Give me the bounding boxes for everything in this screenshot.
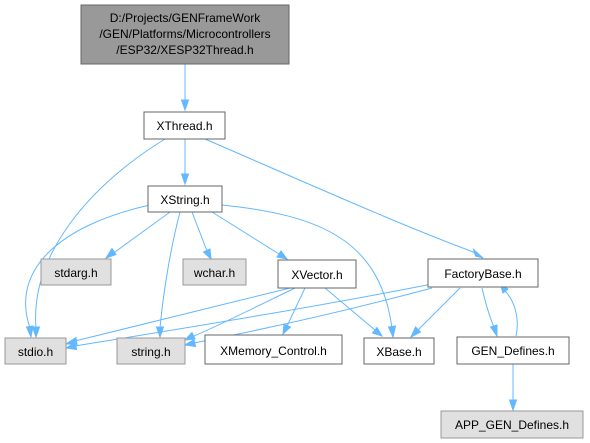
edge-xvector-to-xmemory bbox=[286, 287, 306, 327]
edge-factorybase-to-stdio-arrowhead bbox=[64, 341, 78, 351]
edge-root-to-xthread-arrowhead bbox=[180, 99, 190, 112]
node-root-file-line-3: /ESP32/XESP32Thread.h bbox=[116, 43, 253, 57]
edge-xstring-to-xvector-arrowhead bbox=[276, 250, 289, 260]
node-app-gen-defines-box bbox=[440, 410, 584, 439]
node-xmemory-control-box[interactable] bbox=[204, 334, 343, 365]
edge-xvector-to-string-arrowhead bbox=[183, 331, 196, 341]
edge-factorybase-to-xbase-arrowhead bbox=[409, 326, 422, 339]
node-wchar-label: wchar.h bbox=[193, 266, 235, 280]
edge-xstring-to-wchar-arrowhead bbox=[202, 248, 212, 261]
edge-factorybase-to-xbase bbox=[417, 287, 461, 331]
node-xmemory-control-label[interactable]: XMemory_Control.h bbox=[220, 344, 327, 358]
node-xvector[interactable]: XVector.h bbox=[277, 259, 357, 289]
edge-xstring-to-string bbox=[159, 211, 181, 329]
edge-xstring-to-stdarg-arrowhead bbox=[104, 247, 117, 259]
edge-xvector-to-string bbox=[193, 287, 296, 337]
node-gen-defines-box[interactable] bbox=[456, 336, 570, 365]
node-root-file: D:/Projects/GENFrameWork /GEN/Platforms/… bbox=[80, 4, 290, 65]
edge-gen-defines-to-factorybase bbox=[504, 290, 518, 337]
edge-xvector-to-stdio bbox=[74, 287, 291, 342]
node-stdio-box bbox=[4, 337, 67, 365]
graph-edges bbox=[25, 64, 518, 412]
edge-xstring-to-xbase-arrowhead bbox=[387, 325, 397, 339]
node-root-file-box bbox=[80, 4, 290, 65]
node-string: string.h bbox=[116, 337, 186, 365]
edge-factorybase-to-gen-defines bbox=[481, 287, 495, 328]
node-xstring-box[interactable] bbox=[147, 185, 223, 213]
node-xstring[interactable]: XString.h bbox=[147, 185, 223, 213]
node-stdarg-box bbox=[40, 258, 112, 286]
node-factorybase-box[interactable] bbox=[427, 258, 539, 288]
edge-xthread-to-stdio bbox=[35, 138, 166, 329]
edge-xthread-to-factorybase-arrowhead bbox=[472, 247, 484, 259]
edge-factorybase-to-gen-defines-arrowhead bbox=[489, 324, 498, 338]
node-xbase-box[interactable] bbox=[363, 337, 435, 365]
edge-factorybase-to-string-arrowhead bbox=[183, 338, 197, 348]
edge-xstring-to-stdio-arrowhead bbox=[25, 325, 34, 339]
edge-xvector-to-xmemory-arrowhead bbox=[282, 323, 292, 336]
node-root-file-line-1: D:/Projects/GENFrameWork bbox=[110, 11, 261, 25]
node-xthread-label[interactable]: XThread.h bbox=[156, 119, 212, 133]
node-xvector-box[interactable] bbox=[277, 259, 357, 289]
node-factorybase[interactable]: FactoryBase.h bbox=[427, 258, 539, 288]
node-gen-defines-label[interactable]: GEN_Defines.h bbox=[471, 344, 554, 358]
node-string-box bbox=[116, 337, 186, 365]
edge-gen-defines-to-app-gen-defines-arrowhead bbox=[508, 399, 518, 412]
node-xthread-box[interactable] bbox=[143, 111, 226, 140]
edge-xstring-to-xbase bbox=[221, 204, 393, 329]
node-xvector-label[interactable]: XVector.h bbox=[291, 268, 342, 282]
node-factorybase-label[interactable]: FactoryBase.h bbox=[444, 267, 521, 281]
edge-factorybase-to-stdio bbox=[74, 283, 433, 347]
edge-xstring-to-stdio bbox=[25, 204, 151, 329]
node-stdarg-label: stdarg.h bbox=[54, 266, 97, 280]
node-xstring-label[interactable]: XString.h bbox=[160, 193, 209, 207]
node-stdio: stdio.h bbox=[4, 337, 67, 365]
node-xmemory-control[interactable]: XMemory_Control.h bbox=[204, 334, 343, 365]
node-xbase-label[interactable]: XBase.h bbox=[376, 345, 421, 359]
node-stdio-label: stdio.h bbox=[18, 345, 53, 359]
node-wchar: wchar.h bbox=[182, 258, 247, 286]
graph-nodes: D:/Projects/GENFrameWork /GEN/Platforms/… bbox=[4, 4, 584, 439]
node-xbase[interactable]: XBase.h bbox=[363, 337, 435, 365]
edge-xvector-to-xbase-arrowhead bbox=[371, 326, 384, 337]
edge-xthread-to-stdio-arrowhead bbox=[31, 326, 41, 339]
edge-xthread-to-factorybase bbox=[204, 138, 477, 254]
edge-xstring-to-xvector bbox=[211, 211, 280, 255]
edge-xstring-to-wchar bbox=[191, 211, 208, 252]
node-app-gen-defines: APP_GEN_Defines.h bbox=[440, 410, 584, 439]
node-wchar-box bbox=[182, 258, 247, 286]
node-gen-defines[interactable]: GEN_Defines.h bbox=[456, 336, 570, 365]
edge-xthread-to-xstring-arrowhead bbox=[180, 173, 190, 186]
node-stdarg: stdarg.h bbox=[40, 258, 112, 286]
node-string-label: string.h bbox=[131, 345, 170, 359]
edge-xstring-to-stdarg bbox=[114, 211, 171, 253]
node-root-file-line-2: /GEN/Platforms/Microcontrollers bbox=[99, 27, 270, 41]
node-app-gen-defines-label: APP_GEN_Defines.h bbox=[455, 418, 569, 432]
node-xthread[interactable]: XThread.h bbox=[143, 111, 226, 140]
